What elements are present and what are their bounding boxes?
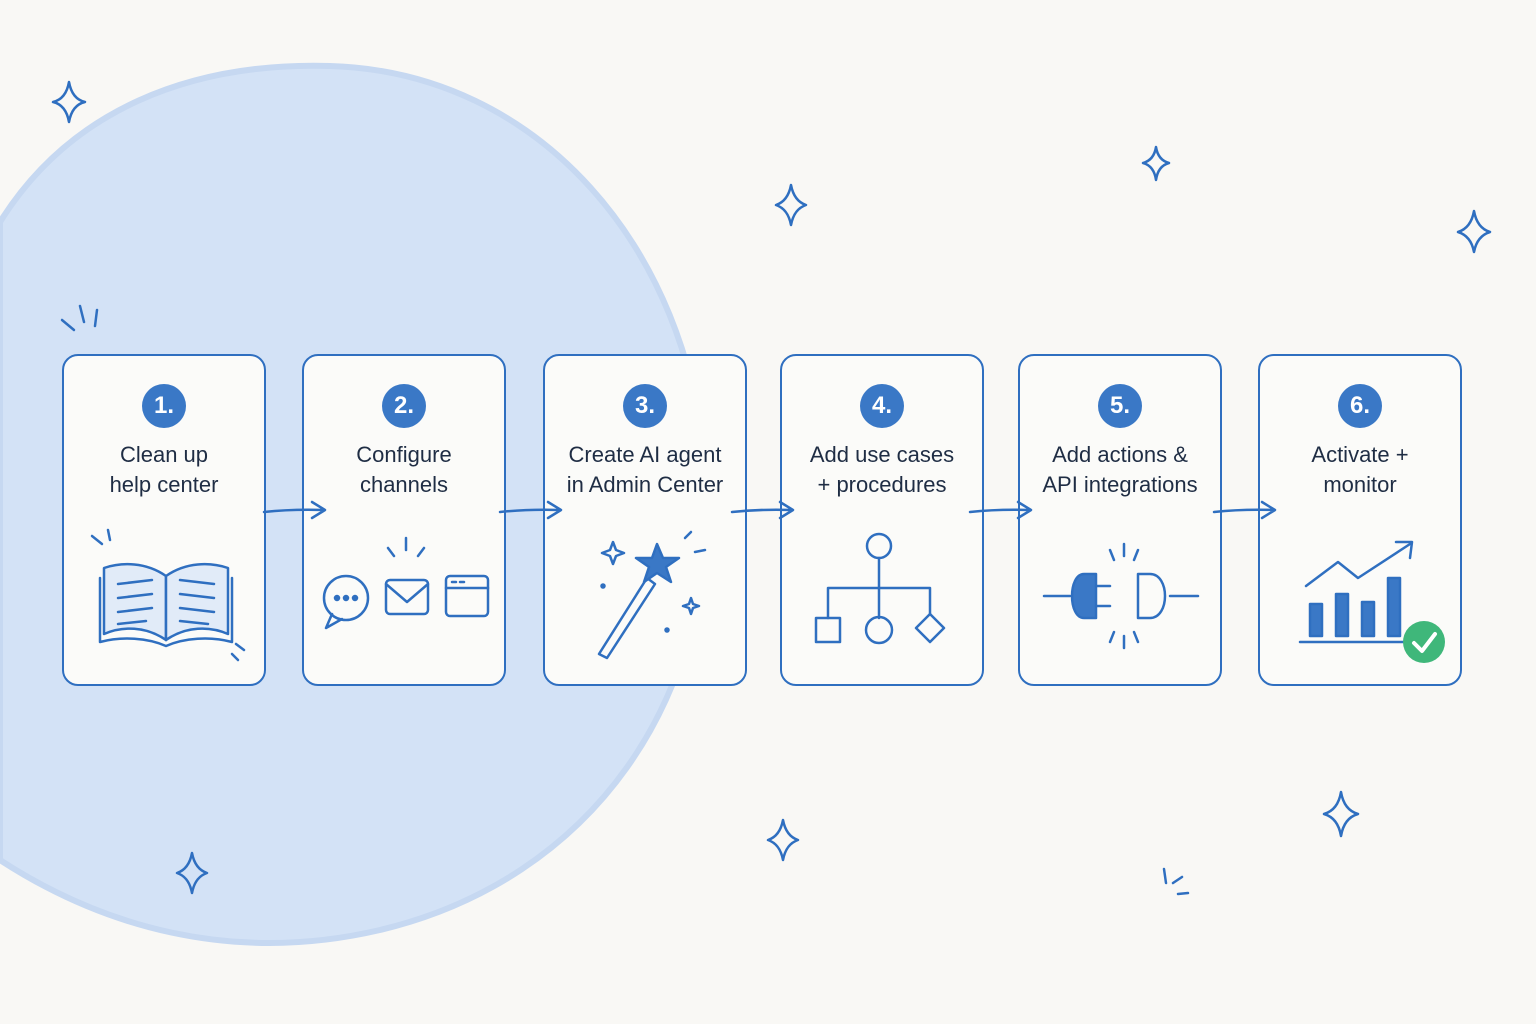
plug-connector-icon <box>1042 542 1200 650</box>
step-title-line: API integrations <box>1042 472 1198 497</box>
step-number-badge: 2. <box>382 384 426 428</box>
step-title-line: Activate + <box>1311 442 1409 467</box>
step-title-line: channels <box>359 472 449 497</box>
step-number-badge: 1. <box>142 384 186 428</box>
step-title: Configure channels <box>308 440 500 500</box>
step-title-line: Clean up <box>119 442 209 467</box>
step-card-3: 3. Create AI agent in Admin Center <box>543 354 747 686</box>
step-number-badge: 5. <box>1098 384 1142 428</box>
step-title: Clean up help center <box>68 440 260 500</box>
step-number-badge: 3. <box>623 384 667 428</box>
arrow-right-icon <box>262 500 327 520</box>
step-title-line: Add use cases <box>809 442 955 467</box>
chat-mail-window-icon <box>322 536 490 630</box>
step-number-badge: 4. <box>860 384 904 428</box>
arrow-right-icon <box>730 500 795 520</box>
magic-wand-icon <box>597 530 707 660</box>
step-title-line: Add actions & <box>1052 442 1188 467</box>
step-card-4: 4. Add use cases + procedures <box>780 354 984 686</box>
step-title-line: + procedures <box>817 472 947 497</box>
step-title-line: help center <box>109 472 219 497</box>
step-title-line: Configure <box>356 442 452 467</box>
step-card-5: 5. Add actions & API integrations <box>1018 354 1222 686</box>
step-title-line: monitor <box>1323 472 1397 497</box>
arrow-right-icon <box>1212 500 1277 520</box>
step-title: Create AI agent in Admin Center <box>549 440 741 500</box>
step-title: Add use cases + procedures <box>786 440 978 500</box>
open-book-icon <box>90 528 246 662</box>
arrow-right-icon <box>968 500 1033 520</box>
step-number-badge: 6. <box>1338 384 1382 428</box>
step-title-line: in Admin Center <box>566 472 724 497</box>
arrow-right-icon <box>498 500 563 520</box>
step-title-line: Create AI agent <box>568 442 722 467</box>
growth-chart-check-icon <box>1298 540 1445 663</box>
check-circle-icon <box>1403 621 1445 663</box>
step-title: Add actions & API integrations <box>1024 440 1216 500</box>
step-title: Activate + monitor <box>1264 440 1456 500</box>
flowchart-icon <box>814 532 946 645</box>
step-card-1: 1. Clean up help center <box>62 354 266 686</box>
step-card-2: 2. Configure channels <box>302 354 506 686</box>
step-card-6: 6. Activate + monitor <box>1258 354 1462 686</box>
